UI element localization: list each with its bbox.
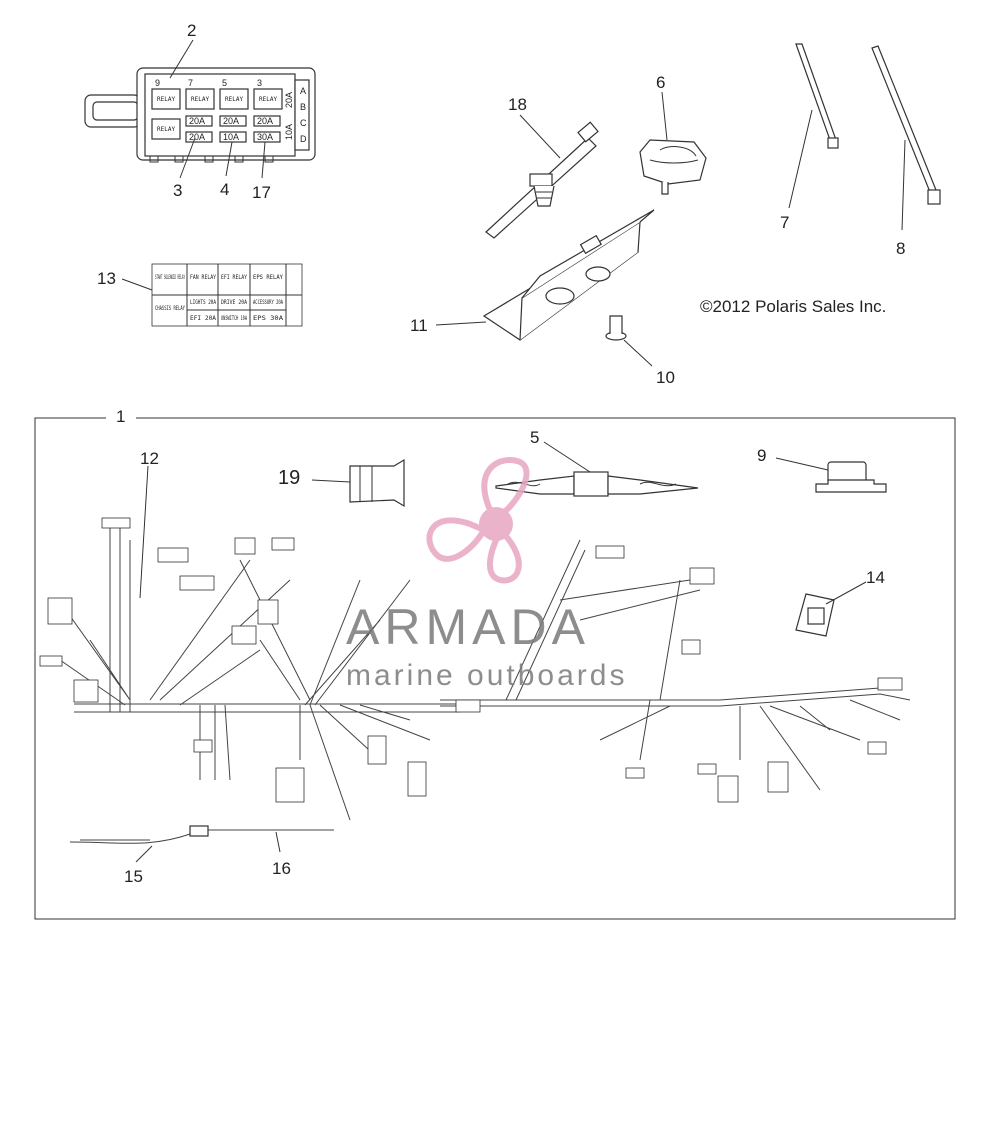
copyright: ©2012 Polaris Sales Inc. xyxy=(700,297,886,316)
fuse-label-cell-11: EPS 30A xyxy=(253,315,283,322)
side-fuse-1: 20A xyxy=(284,92,294,108)
relay-bracket xyxy=(815,461,887,493)
slot-number-9: 9 xyxy=(155,78,160,88)
fuse-label-cell-1: START SOLENOID RELAY xyxy=(155,274,185,281)
slot-number-5: 5 xyxy=(222,78,227,88)
callout-16: 16 xyxy=(272,859,291,878)
inline-fuse-holder xyxy=(495,471,699,497)
callout-7: 7 xyxy=(780,213,789,232)
armada-logo xyxy=(426,457,530,584)
row-letter-d: D xyxy=(300,134,307,144)
harness-labels xyxy=(39,517,903,803)
fuse-label-cell-7: DRIVE 20A xyxy=(221,299,247,306)
relay-label-3: RELAY xyxy=(225,96,243,103)
callout-6: 6 xyxy=(656,73,665,92)
harness-connector xyxy=(349,458,405,508)
callout-5: 5 xyxy=(530,428,539,447)
connector-clip xyxy=(639,139,707,195)
callout-9: 9 xyxy=(757,446,766,465)
callout-19: 19 xyxy=(278,467,300,489)
fuse-label-cell-3: EFI RELAY xyxy=(221,274,247,281)
cable-tie-mount xyxy=(485,121,599,239)
relay-label-4: RELAY xyxy=(259,96,277,103)
cable-tie-long xyxy=(871,45,941,205)
fuse-label-cell-2: FAN RELAY xyxy=(190,274,216,281)
fuse-label-cell-6: LIGHTS 20A xyxy=(190,299,216,306)
fuse-box: 9 7 5 3 RELAY RELAY RELAY RELAY RELAY 20… xyxy=(84,67,316,163)
callout-2: 2 xyxy=(187,21,196,40)
fuse-label-cell-9: EFI 20A xyxy=(190,315,216,322)
relay-label-2: RELAY xyxy=(191,96,209,103)
callout-18: 18 xyxy=(508,95,527,114)
fuse-row2-2: 10A xyxy=(223,132,239,142)
push-rivet xyxy=(605,315,627,341)
relay-label-1: RELAY xyxy=(157,96,175,103)
callout-14: 14 xyxy=(866,568,885,587)
fuse-row1-1: 20A xyxy=(189,116,205,126)
cable-tie-short xyxy=(795,43,839,149)
callout-11: 11 xyxy=(410,316,428,335)
callout-12: 12 xyxy=(140,449,159,468)
row-letter-b: B xyxy=(300,102,306,112)
relay-label-5: RELAY xyxy=(157,126,175,133)
fuse-label-cell-5: CHASSIS RELAY xyxy=(155,305,185,312)
callout-8: 8 xyxy=(896,239,905,258)
callout-15: 15 xyxy=(124,867,143,886)
slot-number-7: 7 xyxy=(188,78,193,88)
callout-17: 17 xyxy=(252,183,271,202)
callout-13: 13 xyxy=(97,269,116,288)
watermark-brand: ARMADA xyxy=(346,599,590,655)
callout-1: 1 xyxy=(116,407,125,426)
side-fuse-2: 10A xyxy=(284,124,294,140)
callout-4: 4 xyxy=(220,180,229,199)
fuse-label-cell-8: ACCESSORY 20A xyxy=(253,299,283,306)
mounting-bracket xyxy=(482,209,655,341)
relay-module xyxy=(795,593,835,637)
fuse-row1-3: 20A xyxy=(257,116,273,126)
row-letter-c: C xyxy=(300,118,307,128)
callout-3: 3 xyxy=(173,181,182,200)
wiring-harness xyxy=(59,520,911,844)
callout-10: 10 xyxy=(656,368,675,387)
fuse-label-cell-4: EPS RELAY xyxy=(253,274,283,281)
fuse-row2-1: 20A xyxy=(189,132,205,142)
fuse-row2-3: 30A xyxy=(257,132,273,142)
fuse-row1-2: 20A xyxy=(223,116,239,126)
fuse-label-cell-10: UNSWITCH 10A xyxy=(221,315,247,322)
row-letter-a: A xyxy=(300,86,306,96)
fuse-label-card: START SOLENOID RELAY FAN RELAY EFI RELAY… xyxy=(151,263,303,327)
slot-number-3: 3 xyxy=(257,78,262,88)
watermark-tagline: marine outboards xyxy=(346,659,627,692)
